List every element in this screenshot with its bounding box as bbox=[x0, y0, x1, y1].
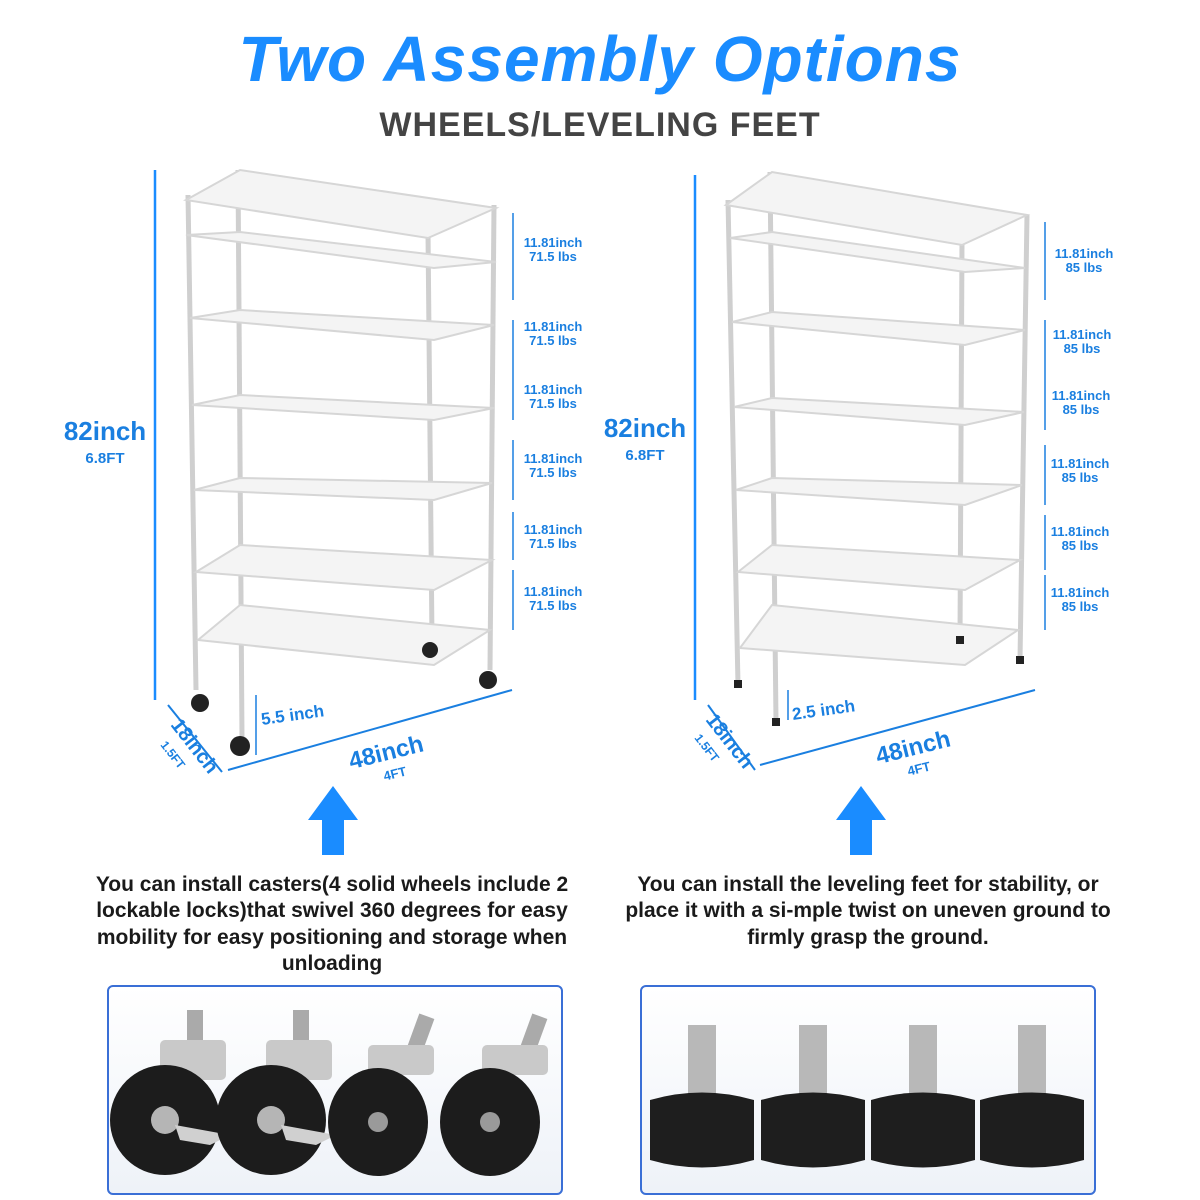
caster-wheel-3 bbox=[328, 1013, 435, 1176]
left-rack: 82inch 6.8FT bbox=[64, 168, 583, 784]
right-height-label: 82inch bbox=[604, 413, 686, 443]
leveling-foot-1 bbox=[650, 1025, 754, 1168]
left-tier-3-spacing: 11.81inch bbox=[524, 382, 583, 397]
left-tier-1-capacity: 71.5 lbs bbox=[529, 249, 577, 264]
left-tier-2-spacing: 11.81inch bbox=[524, 319, 583, 334]
left-rack-shelves bbox=[182, 168, 500, 667]
right-clearance-label: 2.5 inch bbox=[791, 696, 856, 724]
right-rack-feet bbox=[734, 636, 1024, 726]
left-tier-1-spacing: 11.81inch bbox=[524, 235, 583, 250]
left-tier-labels: 11.81inch 71.5 lbs 11.81inch 71.5 lbs 11… bbox=[524, 235, 583, 613]
right-tier-4-capacity: 85 lbs bbox=[1062, 470, 1099, 485]
left-depth-line bbox=[167, 704, 223, 773]
right-tier-5-spacing: 11.81inch bbox=[1051, 524, 1110, 539]
left-height-ft-label: 6.8FT bbox=[85, 450, 124, 467]
left-tier-6-spacing: 11.81inch bbox=[524, 584, 583, 599]
left-width-line bbox=[227, 689, 513, 771]
left-tier-6-capacity: 71.5 lbs bbox=[529, 598, 577, 613]
right-up-arrow bbox=[836, 786, 886, 855]
left-tier-3-capacity: 71.5 lbs bbox=[529, 396, 577, 411]
right-tier-1-capacity: 85 lbs bbox=[1066, 260, 1103, 275]
right-height-ft-label: 6.8FT bbox=[625, 447, 664, 464]
leveling-foot-3 bbox=[871, 1025, 975, 1168]
page-title: Two Assembly Options bbox=[238, 23, 962, 95]
right-rack: 82inch 6.8FT bbox=[604, 170, 1114, 779]
right-depth-line bbox=[707, 704, 756, 771]
right-tier-6-spacing: 11.81inch bbox=[1051, 585, 1110, 600]
right-tier-labels: 11.81inch 85 lbs 11.81inch 85 lbs 11.81i… bbox=[1051, 246, 1114, 614]
leveling-foot-4 bbox=[980, 1025, 1084, 1168]
right-tier-3-spacing: 11.81inch bbox=[1052, 388, 1111, 403]
left-tier-4-spacing: 11.81inch bbox=[524, 451, 583, 466]
right-tier-1-spacing: 11.81inch bbox=[1055, 246, 1114, 261]
right-tier-5-capacity: 85 lbs bbox=[1062, 538, 1099, 553]
page-subtitle: WHEELS/LEVELING FEET bbox=[379, 106, 821, 144]
right-tier-2-spacing: 11.81inch bbox=[1053, 327, 1112, 342]
right-tier-3-capacity: 85 lbs bbox=[1063, 402, 1100, 417]
right-tier-4-spacing: 11.81inch bbox=[1051, 456, 1110, 471]
right-tier-6-capacity: 85 lbs bbox=[1062, 599, 1099, 614]
caster-wheel-2 bbox=[216, 1010, 336, 1175]
left-tier-5-capacity: 71.5 lbs bbox=[529, 536, 577, 551]
caster-wheel-4 bbox=[440, 1013, 548, 1176]
right-tier-2-capacity: 85 lbs bbox=[1064, 341, 1101, 356]
right-rack-shelves bbox=[723, 170, 1031, 667]
left-tier-4-capacity: 71.5 lbs bbox=[529, 465, 577, 480]
leveling-feet-illustration bbox=[650, 1025, 1084, 1168]
left-rack-wheels bbox=[191, 642, 497, 756]
casters-description: You can install casters(4 solid wheels i… bbox=[95, 873, 569, 975]
right-width-line bbox=[759, 689, 1036, 766]
left-up-arrow bbox=[308, 786, 358, 855]
left-tier-5-spacing: 11.81inch bbox=[524, 522, 583, 537]
leveling-foot-2 bbox=[761, 1025, 865, 1168]
left-height-label: 82inch bbox=[64, 416, 146, 446]
right-width-ft-label: 4FT bbox=[906, 759, 932, 779]
left-clearance-label: 5.5 inch bbox=[260, 701, 325, 729]
caster-wheel-1 bbox=[110, 1010, 230, 1175]
caster-wheels-illustration bbox=[110, 1010, 548, 1176]
left-width-ft-label: 4FT bbox=[382, 764, 408, 784]
leveling-feet-description: You can install the leveling feet for st… bbox=[625, 873, 1111, 949]
left-tier-2-capacity: 71.5 lbs bbox=[529, 333, 577, 348]
